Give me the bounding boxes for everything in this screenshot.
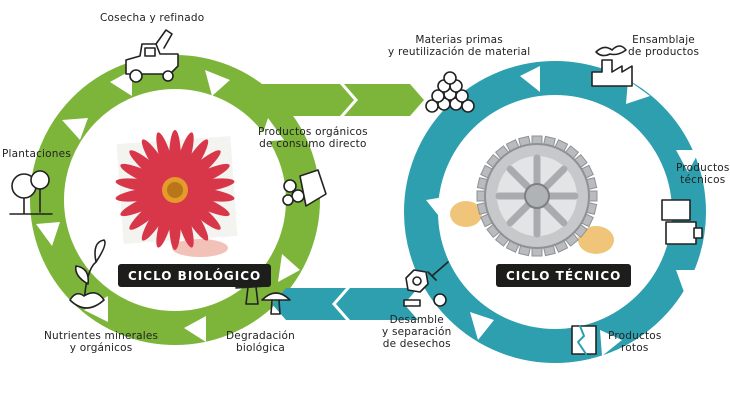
broken-box-icon [571, 325, 597, 355]
technical-cycle-title: CICLO TÉCNICO [496, 264, 632, 287]
boxes-icon [661, 199, 703, 245]
trees-icon [9, 170, 53, 215]
disassembly-label: Desamble y separación de desechos [382, 314, 452, 350]
nutrients-label: Nutrientes minerales y orgánicos [44, 330, 159, 354]
fruit-basket-icon [282, 169, 327, 207]
nuts-bolts-icon [403, 261, 449, 307]
biological-cycle-title: CICLO BIOLÓGICO [118, 264, 272, 287]
gear-image [450, 135, 614, 257]
top-connector-arrow [262, 84, 424, 116]
harvester-icon [125, 29, 179, 83]
plantations-label: Plantaciones [2, 148, 71, 160]
harvest-label: Cosecha y refinado [100, 12, 205, 24]
pellets-icon [425, 71, 475, 113]
flower-image [115, 130, 238, 257]
degradation-label: Degradación biológica [226, 330, 296, 354]
factory-icon [591, 45, 633, 87]
bottom-connector-arrow [272, 288, 418, 320]
sprout-icon [69, 239, 106, 309]
assembly-label: Ensamblaje de productos [628, 34, 700, 58]
technical-products-label: Productos técnicos [676, 162, 730, 186]
raw-materials-label: Materias primas y reutilización de mater… [388, 34, 531, 58]
broken-products-label: Productos rotos [608, 330, 662, 354]
organic-products-label: Productos orgánicos de consumo directo [258, 126, 368, 150]
